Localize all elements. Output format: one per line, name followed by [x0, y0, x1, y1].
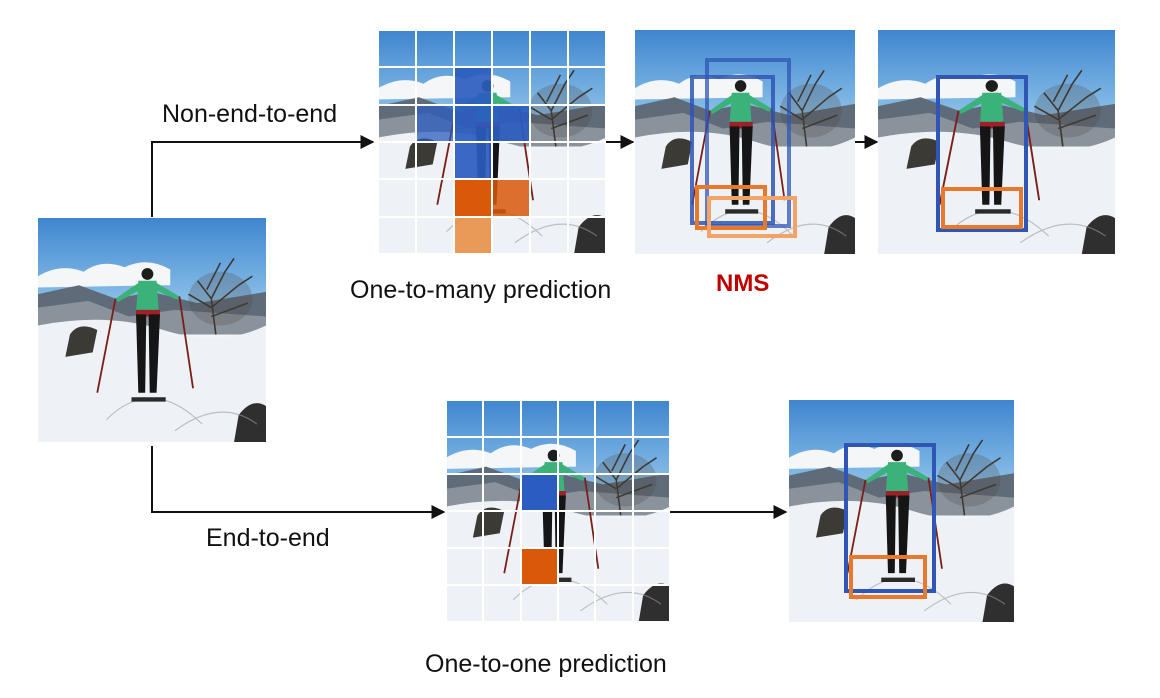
- skis-cell: [454, 216, 492, 254]
- skis-box: [941, 187, 1023, 229]
- skis-cell: [492, 179, 530, 216]
- skis-box: [707, 196, 797, 238]
- skis-box: [849, 555, 927, 599]
- person-box: [690, 75, 775, 225]
- person-cell: [521, 474, 558, 511]
- non-end-to-end-label: Non-end-to-end: [162, 100, 338, 128]
- skis-cell: [454, 179, 492, 216]
- skis-box: [695, 185, 767, 230]
- one-to-many-label: One-to-many prediction: [350, 276, 612, 304]
- one-to-one-grid-image: [446, 400, 670, 622]
- end-to-end-label: End-to-end: [206, 524, 330, 552]
- grid-overlay: [446, 400, 670, 622]
- nms-label: NMS: [716, 270, 770, 297]
- person-cell: [454, 142, 492, 179]
- input-image: [38, 218, 266, 442]
- person-cell: [454, 67, 492, 105]
- end-to-end-output-image: [789, 400, 1014, 622]
- pre-nms-image: [635, 30, 855, 254]
- person-cell: [416, 105, 454, 142]
- grid-overlay: [378, 30, 606, 254]
- skis-cell: [521, 548, 558, 585]
- person-cell: [492, 105, 530, 142]
- one-to-one-label: One-to-one prediction: [425, 650, 667, 678]
- person-box: [936, 75, 1028, 232]
- person-box: [844, 443, 936, 593]
- one-to-many-grid-image: [378, 30, 606, 254]
- person-cell: [454, 105, 492, 142]
- post-nms-image: [878, 30, 1115, 254]
